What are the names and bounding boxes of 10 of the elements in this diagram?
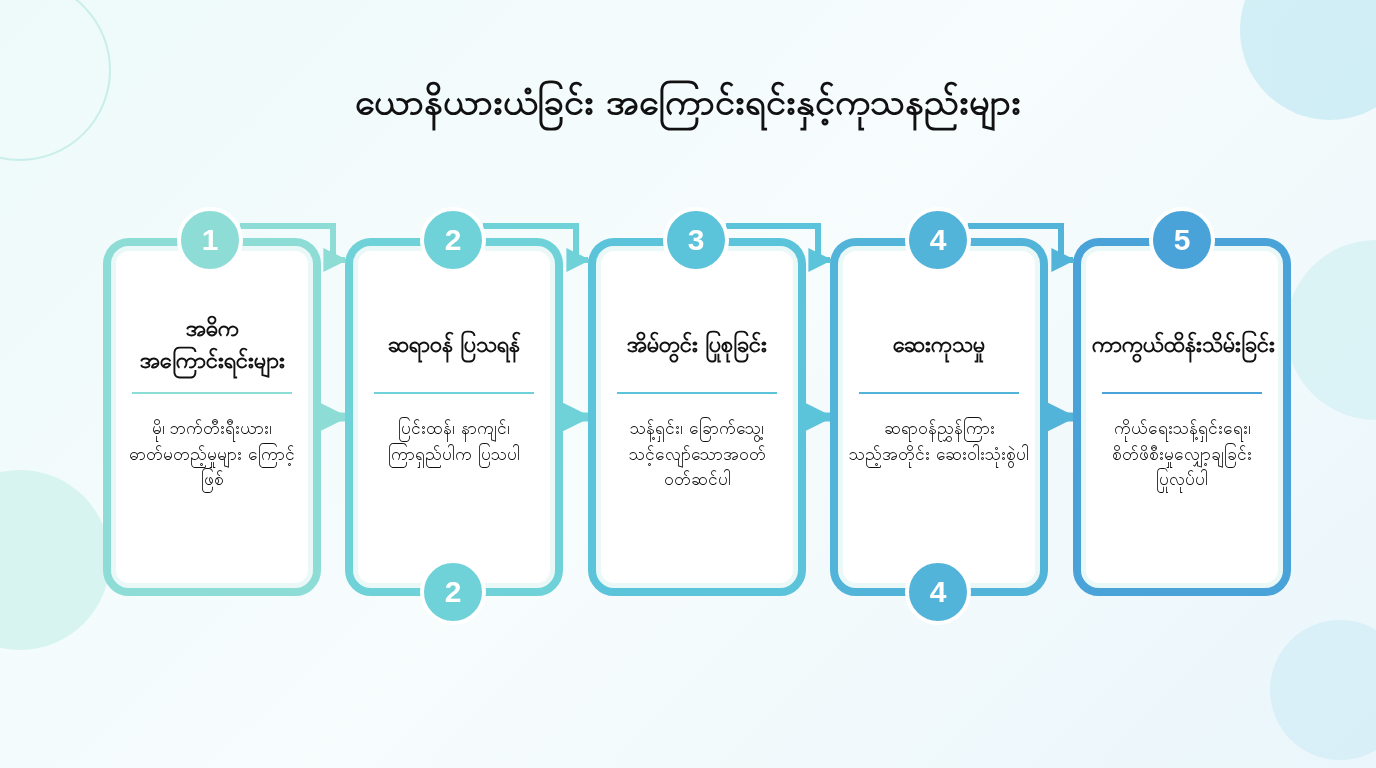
step-description: ပြင်းထန်၊ နာကျင်၊ ကြာရှည်ပါက ပြသပါ [364,416,544,467]
step-heading: အဓိက အကြောင်းရင်းများ [122,308,302,382]
step-heading: ဆရာဝန် ပြသရန် [387,308,521,382]
step-description: မို၊ ဘက်တီးရီးယား၊ ဓာတ်မတည့်မှုများ ကြောင့် ဖြစ် [122,416,302,493]
step-heading: အိမ်တွင်း ပြုစုခြင်း [626,308,768,382]
step-description: ကိုယ်ရေးသန့်ရှင်းရေး၊ စိတ်ဖိစီးမှုလျှော့ချခြင်း ပြုလုပ်ပါ [1092,416,1272,493]
title: ယောနိယားယံခြင်း အကြောင်းရင်းနှင့်ကုသနည်းများ [0,78,1376,132]
step-description: ဆရာဝန်ညွှန်ကြား သည့်အတိုင်း ဆေးဝါးသုံးစွဲပါ [849,416,1029,467]
step-heading: ဆေးကုသမှု [893,308,985,382]
step-description: သန့်ရှင်း၊ ခြောက်သွေ့၊ သင့်လျော်သောအဝတ် ဝတ်ဆင်ပါ [627,416,767,491]
